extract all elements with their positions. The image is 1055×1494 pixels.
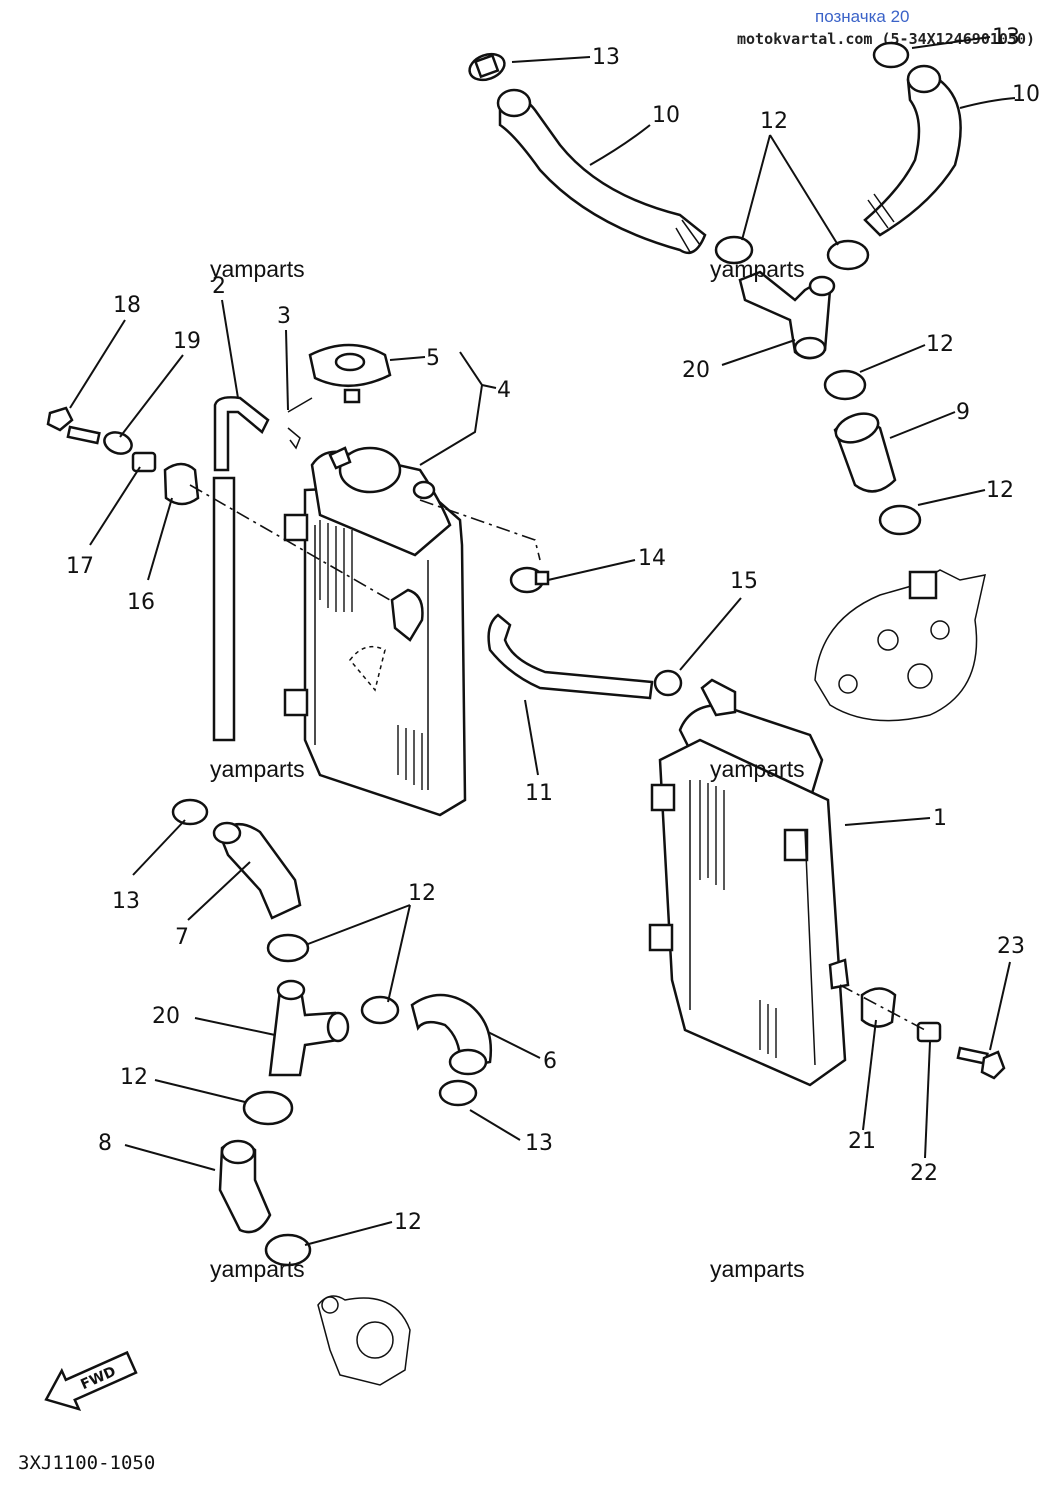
mount-parts-16-19 (46, 406, 200, 506)
callout-13: 13 (112, 889, 140, 914)
callout-9: 9 (956, 400, 970, 425)
clip-3 (287, 397, 313, 450)
callout-10: 10 (1012, 82, 1040, 107)
callout-5: 5 (426, 346, 440, 371)
source-caption: motokvartal.com (5-34X1246901050) (737, 30, 1035, 48)
overflow-hose-2 (212, 396, 270, 742)
callout-17: 17 (66, 554, 94, 579)
water-pump-cover-outline (317, 1295, 411, 1386)
callout-labels: 13 10 12 10 13 20 12 9 12 2 3 5 4 18 19 … (66, 25, 1040, 1235)
hose-11 (487, 613, 654, 700)
callout-7: 7 (175, 925, 189, 950)
watermarks: yamparts yamparts yamparts yamparts yamp… (210, 256, 805, 1282)
callout-12: 12 (986, 478, 1014, 503)
callout-20: 20 (152, 1004, 180, 1029)
upper-hose-left-10 (468, 52, 707, 255)
callout-22: 22 (910, 1161, 938, 1186)
radiator-right (648, 678, 850, 1087)
hose-7-assembly (171, 798, 310, 963)
leader-lines (69, 36, 1016, 1246)
hose-6-assembly (410, 993, 492, 1107)
callout-12: 12 (120, 1065, 148, 1090)
callout-16: 16 (127, 590, 155, 615)
callout-3: 3 (277, 304, 291, 329)
callout-21: 21 (848, 1129, 876, 1154)
callout-15: 15 (730, 569, 758, 594)
y-joint-lower-20 (268, 979, 400, 1077)
callout-2: 2 (212, 274, 226, 299)
callout-1: 1 (933, 806, 947, 831)
clamp-15 (653, 669, 683, 697)
callout-19: 19 (173, 329, 201, 354)
watermark: yamparts (710, 256, 805, 282)
cylinder-head-outline (814, 569, 986, 722)
hose-8-assembly (218, 1090, 312, 1267)
upper-hose-right-10 (863, 41, 962, 237)
y-joint-top-20 (738, 270, 836, 360)
watermark: yamparts (710, 1256, 805, 1282)
radiator-cap-5 (308, 343, 392, 404)
header-link[interactable]: позначка 20 (815, 7, 910, 26)
callout-18: 18 (113, 293, 141, 318)
clamp-axis-line (419, 499, 541, 561)
callout-4: 4 (497, 378, 511, 403)
clamp-14 (509, 566, 550, 594)
clamps-top-12 (714, 235, 870, 271)
callout-8: 8 (98, 1131, 112, 1156)
callout-12: 12 (394, 1210, 422, 1235)
hose-9-assembly (823, 369, 922, 536)
fwd-arrow-icon: FWD (44, 1350, 138, 1411)
watermark: yamparts (210, 756, 305, 782)
callout-12: 12 (760, 109, 788, 134)
callout-11: 11 (525, 781, 553, 806)
diagram-code: 3XJ1100-1050 (18, 1452, 155, 1474)
callout-20: 20 (682, 358, 710, 383)
callout-23: 23 (997, 934, 1025, 959)
callout-13: 13 (525, 1131, 553, 1156)
radiator-left (283, 446, 467, 817)
watermark: yamparts (210, 1256, 305, 1282)
callout-6: 6 (543, 1049, 557, 1074)
callout-12: 12 (408, 881, 436, 906)
right-mount-axis (839, 984, 926, 1031)
callout-10: 10 (652, 103, 680, 128)
watermark: yamparts (710, 756, 805, 782)
callout-13: 13 (592, 45, 620, 70)
callout-14: 14 (638, 546, 666, 571)
callout-12: 12 (926, 332, 954, 357)
callout-13: 13 (992, 25, 1020, 50)
mount-parts-21-23 (860, 987, 1006, 1080)
watermark: yamparts (210, 256, 305, 282)
mount-axis-line (189, 484, 391, 601)
